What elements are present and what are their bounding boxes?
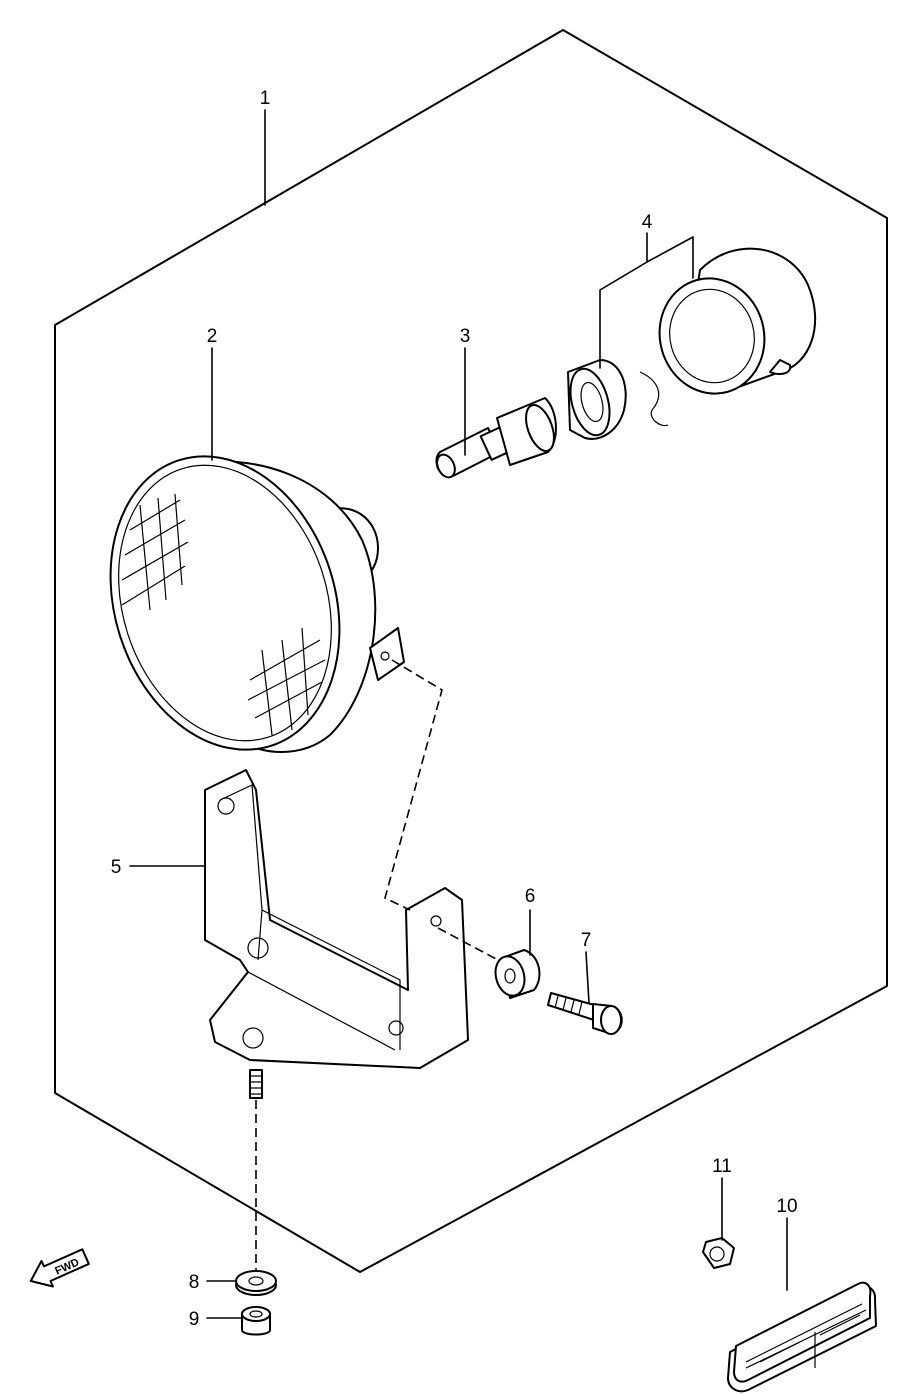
callout-8: 8 bbox=[189, 1272, 200, 1293]
callout-7: 7 bbox=[581, 930, 592, 951]
callout-2: 2 bbox=[207, 326, 218, 347]
callout-11: 11 bbox=[712, 1156, 732, 1177]
part-6-grommet[interactable] bbox=[491, 949, 541, 999]
part-9-nut[interactable] bbox=[241, 1306, 271, 1336]
callout-10: 10 bbox=[776, 1196, 797, 1217]
leader-4 bbox=[599, 232, 694, 369]
part-3-bulb[interactable] bbox=[434, 397, 560, 480]
bracket-stud bbox=[249, 1069, 263, 1099]
part-11-nut[interactable] bbox=[702, 1237, 735, 1269]
part-2-headlamp[interactable] bbox=[74, 426, 405, 779]
leader-7 bbox=[585, 951, 590, 1004]
callout-6: 6 bbox=[525, 886, 536, 907]
callout-3: 3 bbox=[460, 326, 471, 347]
part-8-washer[interactable] bbox=[235, 1270, 277, 1296]
callout-9: 9 bbox=[189, 1309, 200, 1330]
callout-5: 5 bbox=[111, 857, 122, 878]
fwd-direction-arrow: FWD bbox=[29, 1248, 90, 1288]
part-4-housing[interactable] bbox=[647, 247, 817, 406]
part-4-socket[interactable] bbox=[564, 359, 669, 440]
callout-4: 4 bbox=[642, 212, 653, 233]
part-5-bracket[interactable] bbox=[204, 769, 469, 1069]
part-7-bolt[interactable] bbox=[547, 992, 623, 1035]
assembly-boundary bbox=[54, 29, 888, 1273]
assembly-lines bbox=[255, 659, 499, 1272]
callout-1: 1 bbox=[260, 88, 271, 109]
callout-numbers: 1 2 3 4 5 6 7 8 9 10 11 bbox=[111, 88, 798, 1330]
leader-lines bbox=[129, 109, 788, 1319]
part-10-reflector[interactable] bbox=[727, 1281, 877, 1393]
